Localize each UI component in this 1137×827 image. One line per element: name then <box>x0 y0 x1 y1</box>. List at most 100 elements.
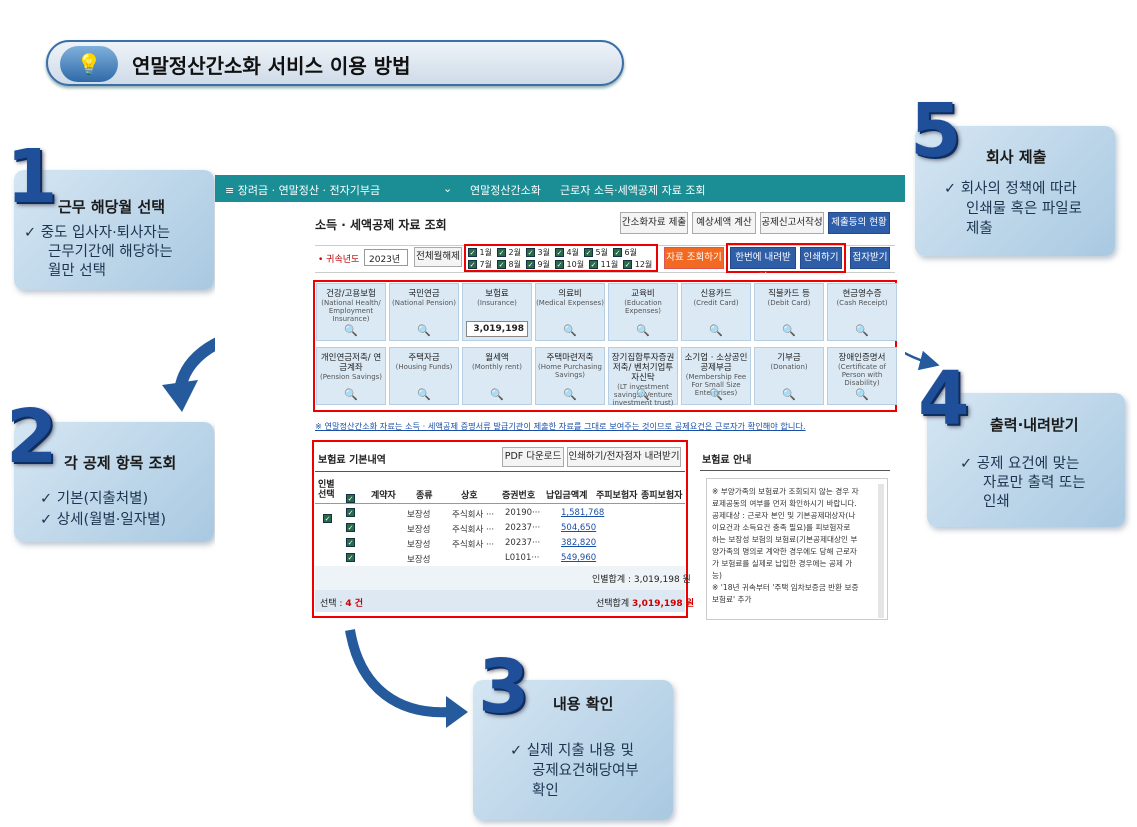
guide-divider <box>700 470 890 471</box>
guide-line: 양가족의 명의로 계약한 경우에도 당해 근로자 <box>712 547 857 556</box>
step3-line1: ✓ 실제 지출 내용 및 <box>510 743 634 759</box>
deduction-label: 국민연금 <box>408 289 440 299</box>
month-checkbox-12[interactable]: ✓ 12월 <box>623 260 653 269</box>
row-company: 주식회사 ··· <box>452 525 495 535</box>
person-total-row <box>315 566 685 590</box>
row-amount-link[interactable]: 549,960 <box>561 553 597 563</box>
pdf-download-button[interactable]: PDF 다운로드 <box>502 447 564 467</box>
step4-line3: 인쇄 <box>983 494 1010 510</box>
deduction-label-en: (National Health/ Employment Insurance) <box>321 299 381 323</box>
deduction-2-8[interactable]: 장애인증명서(Certificate of Person with Disabi… <box>827 347 897 405</box>
step2-title: 각 공제 항목 조회 <box>64 454 177 472</box>
query-data-button[interactable]: 자료 조회하기 <box>664 247 724 269</box>
deduction-1-6[interactable]: 신용카드(Credit Card)🔍 <box>681 283 751 341</box>
search-icon[interactable]: 🔍 <box>563 324 577 337</box>
select-all-checkbox[interactable]: ✓ <box>346 494 355 503</box>
search-icon[interactable]: 🔍 <box>636 324 650 337</box>
deduction-1-2[interactable]: 국민연금(National Pension)🔍 <box>389 283 459 341</box>
month-checkbox-2[interactable]: ✓ 2월 <box>497 248 521 257</box>
submission-status-button[interactable]: 제출등의 현황 <box>828 212 890 234</box>
deduction-1-1[interactable]: 건강/고용보험(National Health/ Employment Insu… <box>316 283 386 341</box>
search-icon[interactable]: 🔍 <box>344 324 358 337</box>
deduction-2-1[interactable]: 개인연금저축/ 연금계좌(Pension Savings)🔍 <box>316 347 386 405</box>
breadcrumb-2[interactable]: 근로자 소득·세액공제 자료 조회 <box>560 184 706 197</box>
step1-card <box>14 170 214 290</box>
year-label: • 귀속년도 <box>318 255 360 265</box>
search-icon[interactable]: 🔍 <box>855 388 869 401</box>
deduction-1-4[interactable]: 의료비(Medical Expenses)🔍 <box>535 283 605 341</box>
search-icon[interactable]: 🔍 <box>417 388 431 401</box>
month-checkbox-3[interactable]: ✓ 3월 <box>526 248 550 257</box>
col-kind: 종류 <box>416 491 433 501</box>
print-braille-download-button[interactable]: 인쇄하기/전자점자 내려받기 <box>567 447 681 467</box>
breadcrumb-1[interactable]: 연말정산간소화 <box>470 184 541 197</box>
search-icon[interactable]: 🔍 <box>709 324 723 337</box>
month-checkbox-8[interactable]: ✓ 8월 <box>497 260 521 269</box>
search-icon[interactable]: 🔍 <box>782 388 796 401</box>
deductions-highlight <box>313 280 897 412</box>
col-company: 상호 <box>461 491 478 501</box>
table-title: 보험료 기본내역 <box>318 455 386 466</box>
row-checkbox[interactable]: ✓ <box>346 538 355 547</box>
row-amount-link[interactable]: 1,581,768 <box>561 508 605 518</box>
search-icon[interactable]: 🔍 <box>855 324 869 337</box>
months-row-2: ✓ 7월 ✓ 8월 ✓ 9월 ✓ 10월 ✓ 11월 ✓ 12월 <box>468 259 657 270</box>
deduction-2-5[interactable]: 장기집합투자증권저축/ 벤처기업투자신탁(LT investment savin… <box>608 347 678 407</box>
deduction-2-6[interactable]: 소기업 · 소상공인 공제부금(Membership Fee For Small… <box>681 347 751 405</box>
deduction-label-en: (Credit Card) <box>693 299 739 307</box>
deduction-2-2[interactable]: 주택자금(Housing Funds)🔍 <box>389 347 459 405</box>
guide-title: 보험료 안내 <box>702 455 752 466</box>
search-icon[interactable]: 🔍 <box>417 324 431 337</box>
row-amount-link[interactable]: 382,820 <box>561 538 597 548</box>
deduction-label: 장애인증명서 <box>838 353 886 363</box>
month-checkbox-5[interactable]: ✓ 5월 <box>584 248 608 257</box>
receive-button[interactable]: 접자받기 <box>850 247 890 269</box>
search-icon[interactable]: 🔍 <box>636 388 650 401</box>
search-icon[interactable]: 🔍 <box>782 324 796 337</box>
row-amount-link[interactable]: 504,650 <box>561 523 597 533</box>
month-checkbox-10[interactable]: ✓ 10월 <box>555 260 585 269</box>
step5-number: 5 <box>910 88 962 174</box>
month-checkbox-4[interactable]: ✓ 4월 <box>555 248 579 257</box>
row-checkbox[interactable]: ✓ <box>346 553 355 562</box>
selected-count-label: 선택 : 4 건 <box>320 596 363 609</box>
simplified-submit-button[interactable]: 간소화자료 제출 <box>620 212 688 234</box>
deduction-label: 개인연금저축/ 연금계좌 <box>320 353 382 373</box>
row-kind: 보장성 <box>407 540 431 550</box>
deduction-label-en: (Medical Expenses) <box>536 299 604 307</box>
search-icon[interactable]: 🔍 <box>344 388 358 401</box>
deduction-report-button[interactable]: 공제신고서작성 <box>760 212 824 234</box>
month-checkbox-1[interactable]: ✓ 1월 <box>468 248 492 257</box>
deduction-label-en: (Education Expenses) <box>624 299 662 315</box>
search-icon[interactable]: 🔍 <box>709 388 723 401</box>
step2-card <box>14 422 214 542</box>
clear-all-months-button[interactable]: 전체월해제 <box>414 247 462 267</box>
chevron-down-icon[interactable]: ⌄ <box>443 182 453 195</box>
download-all-button[interactable]: 한번에 내려받기 <box>730 247 796 283</box>
row-checkbox[interactable]: ✓ <box>346 508 355 517</box>
search-icon[interactable]: 🔍 <box>490 388 504 401</box>
deduction-1-8[interactable]: 현금영수증(Cash Receipt)🔍 <box>827 283 897 341</box>
month-checkbox-7[interactable]: ✓ 7월 <box>468 260 492 269</box>
deduction-1-7[interactable]: 직불카드 등(Debit Card)🔍 <box>754 283 824 341</box>
month-checkbox-6[interactable]: ✓ 6월 <box>613 248 637 257</box>
menu-link[interactable]: ≡ 장려금 · 연말정산 · 전자기부금 <box>225 184 381 197</box>
print-button[interactable]: 인쇄하기 <box>800 247 842 269</box>
deduction-label-en: (Cash Receipt) <box>836 299 888 307</box>
deduction-2-3[interactable]: 월세액(Monthly rent)🔍 <box>462 347 532 405</box>
person-checkbox[interactable]: ✓ <box>323 514 332 523</box>
row-checkbox[interactable]: ✓ <box>346 523 355 532</box>
search-icon[interactable]: 🔍 <box>563 388 577 401</box>
year-select[interactable]: 2023년 <box>364 249 408 266</box>
deduction-2-7[interactable]: 기부금(Donation)🔍 <box>754 347 824 405</box>
step1-line2: 근무기간에 해당하는 <box>48 244 173 260</box>
deduction-2-4[interactable]: 주택마련저축(Home Purchasing Savings)🔍 <box>535 347 605 405</box>
guide-scrollbar[interactable] <box>878 484 884 618</box>
deduction-1-5[interactable]: 교육비(Education Expenses)🔍 <box>608 283 678 341</box>
month-checkbox-9[interactable]: ✓ 9월 <box>526 260 550 269</box>
selected-total-value: 3,019,198 원 <box>631 599 695 609</box>
estimate-tax-button[interactable]: 예상세액 계산 <box>692 212 756 234</box>
month-checkbox-11[interactable]: ✓ 11월 <box>589 260 619 269</box>
